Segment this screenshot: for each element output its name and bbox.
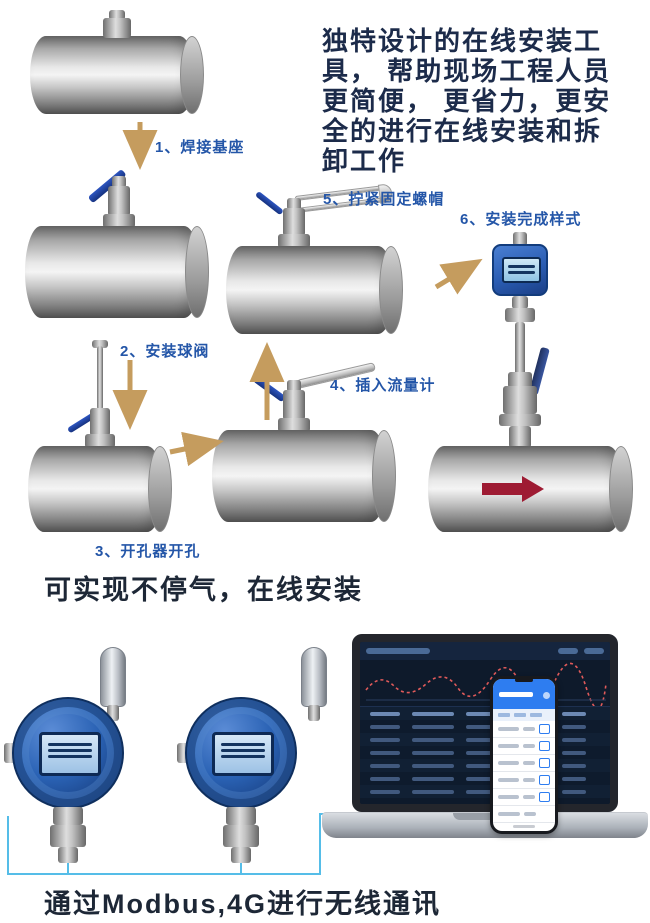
- transmitter-top-stub: [513, 232, 527, 246]
- arrow-step-6: [434, 258, 483, 295]
- caption-online-install: 可实现不停气，在线安装: [44, 575, 363, 605]
- app-list-row: [493, 789, 555, 806]
- laptop: [322, 634, 648, 860]
- drill-rod: [97, 346, 103, 410]
- detector-neck: [53, 807, 83, 825]
- app-list-row: [493, 755, 555, 772]
- flow-arrow-bar: [482, 483, 522, 495]
- detector-tail: [58, 847, 78, 863]
- transmitter-display: [502, 257, 541, 283]
- intro-line: 更简便， 更省力，更安: [322, 86, 612, 116]
- detector-body: [185, 697, 297, 809]
- antenna: [301, 647, 327, 707]
- step-label-4: 4、插入流量计: [330, 377, 436, 394]
- meter-neck: [512, 296, 528, 309]
- step-label-2: 2、安装球阀: [120, 343, 210, 360]
- caption-communication: 通过Modbus,4G进行无线通讯: [44, 889, 441, 919]
- valve-top-nut: [287, 380, 301, 392]
- detector-neck: [226, 807, 256, 825]
- detector-lcd: [212, 732, 274, 776]
- step-label-5: 5、拧紧固定螺帽: [323, 191, 445, 208]
- step-label-3: 3、开孔器开孔: [95, 543, 201, 560]
- gas-detector-2: [177, 645, 327, 870]
- detector-lcd: [39, 732, 101, 776]
- dashboard-table-row: [360, 759, 610, 772]
- valve-flange: [103, 214, 135, 228]
- smartphone: [490, 676, 558, 834]
- meter-hex-nut: [505, 308, 535, 322]
- dashboard-table-header: [360, 707, 610, 720]
- dashboard-table-row: [360, 785, 610, 798]
- step-label-1: 1、焊接基座: [155, 139, 245, 156]
- app-header: [493, 679, 555, 709]
- weld-base-cap: [109, 10, 125, 20]
- app-header-icon: [543, 692, 550, 699]
- app-list-row: [493, 772, 555, 789]
- weld-base-fitting: [103, 18, 131, 38]
- intro-line: 卸工作: [322, 146, 407, 176]
- alarm-trend-line: [365, 662, 607, 706]
- step-arrows: [112, 122, 483, 467]
- intro-text: 独特设计的在线安装工 具， 帮助现场工程人员 更简便， 更省力，更安 全的进行在…: [322, 26, 650, 176]
- antenna-stem: [308, 705, 320, 721]
- laptop-base: [322, 812, 648, 838]
- flow-direction-arrow: [482, 476, 544, 502]
- antenna: [100, 647, 126, 707]
- detector-coupling: [223, 825, 259, 847]
- pipe-step-5: [226, 246, 403, 334]
- valve-flange: [278, 234, 310, 248]
- pipe-step-4: [212, 430, 396, 522]
- app-list-row: [493, 721, 555, 738]
- dashboard-table-row: [360, 720, 610, 733]
- meter-flange: [499, 414, 541, 426]
- valve-body: [283, 390, 305, 420]
- pipe-step-2: [25, 226, 209, 318]
- dashboard-table-row: [360, 733, 610, 746]
- valve-flange: [85, 434, 115, 448]
- valve-body: [108, 186, 130, 216]
- app-list-row: [493, 806, 555, 823]
- meter-lower-fitting: [509, 426, 531, 448]
- meter-stem: [515, 322, 525, 386]
- flow-arrow-head: [522, 476, 544, 502]
- laptop-screen: [352, 634, 618, 812]
- dashboard-trend-chart: [360, 660, 610, 707]
- pipe-step-1: [30, 36, 204, 114]
- valve-flange: [278, 418, 310, 432]
- meter-valve-body: [503, 386, 537, 414]
- detector-body: [12, 697, 124, 809]
- meter-valve-top: [508, 372, 532, 388]
- drill-knob: [92, 340, 108, 348]
- dashboard-table-row: [360, 746, 610, 759]
- valve-body: [283, 208, 305, 236]
- arrow-step-4: [169, 431, 224, 467]
- dashboard-table-row: [360, 772, 610, 785]
- dashboard-table: [360, 707, 610, 798]
- detector-tail: [231, 847, 251, 863]
- flow-meter-transmitter-head: [492, 244, 548, 296]
- phone-home-indicator: [513, 825, 535, 828]
- valve-top-nut: [112, 176, 126, 188]
- phone-screen: [493, 679, 555, 831]
- intro-line: 独特设计的在线安装工: [322, 26, 603, 56]
- dashboard-header: [360, 642, 610, 660]
- intro-line: 具， 帮助现场工程人员: [322, 56, 612, 86]
- valve-top-nut: [287, 198, 301, 210]
- pipe-step-3: [28, 446, 172, 532]
- app-toolbar: [493, 709, 555, 721]
- detector-coupling: [50, 825, 86, 847]
- intro-line: 全的进行在线安装和拆: [322, 116, 603, 146]
- valve-body: [90, 408, 110, 436]
- step-label-6: 6、安装完成样式: [460, 211, 582, 228]
- app-list-row: [493, 738, 555, 755]
- gas-detector-1: [4, 645, 140, 870]
- phone-notch: [515, 678, 533, 682]
